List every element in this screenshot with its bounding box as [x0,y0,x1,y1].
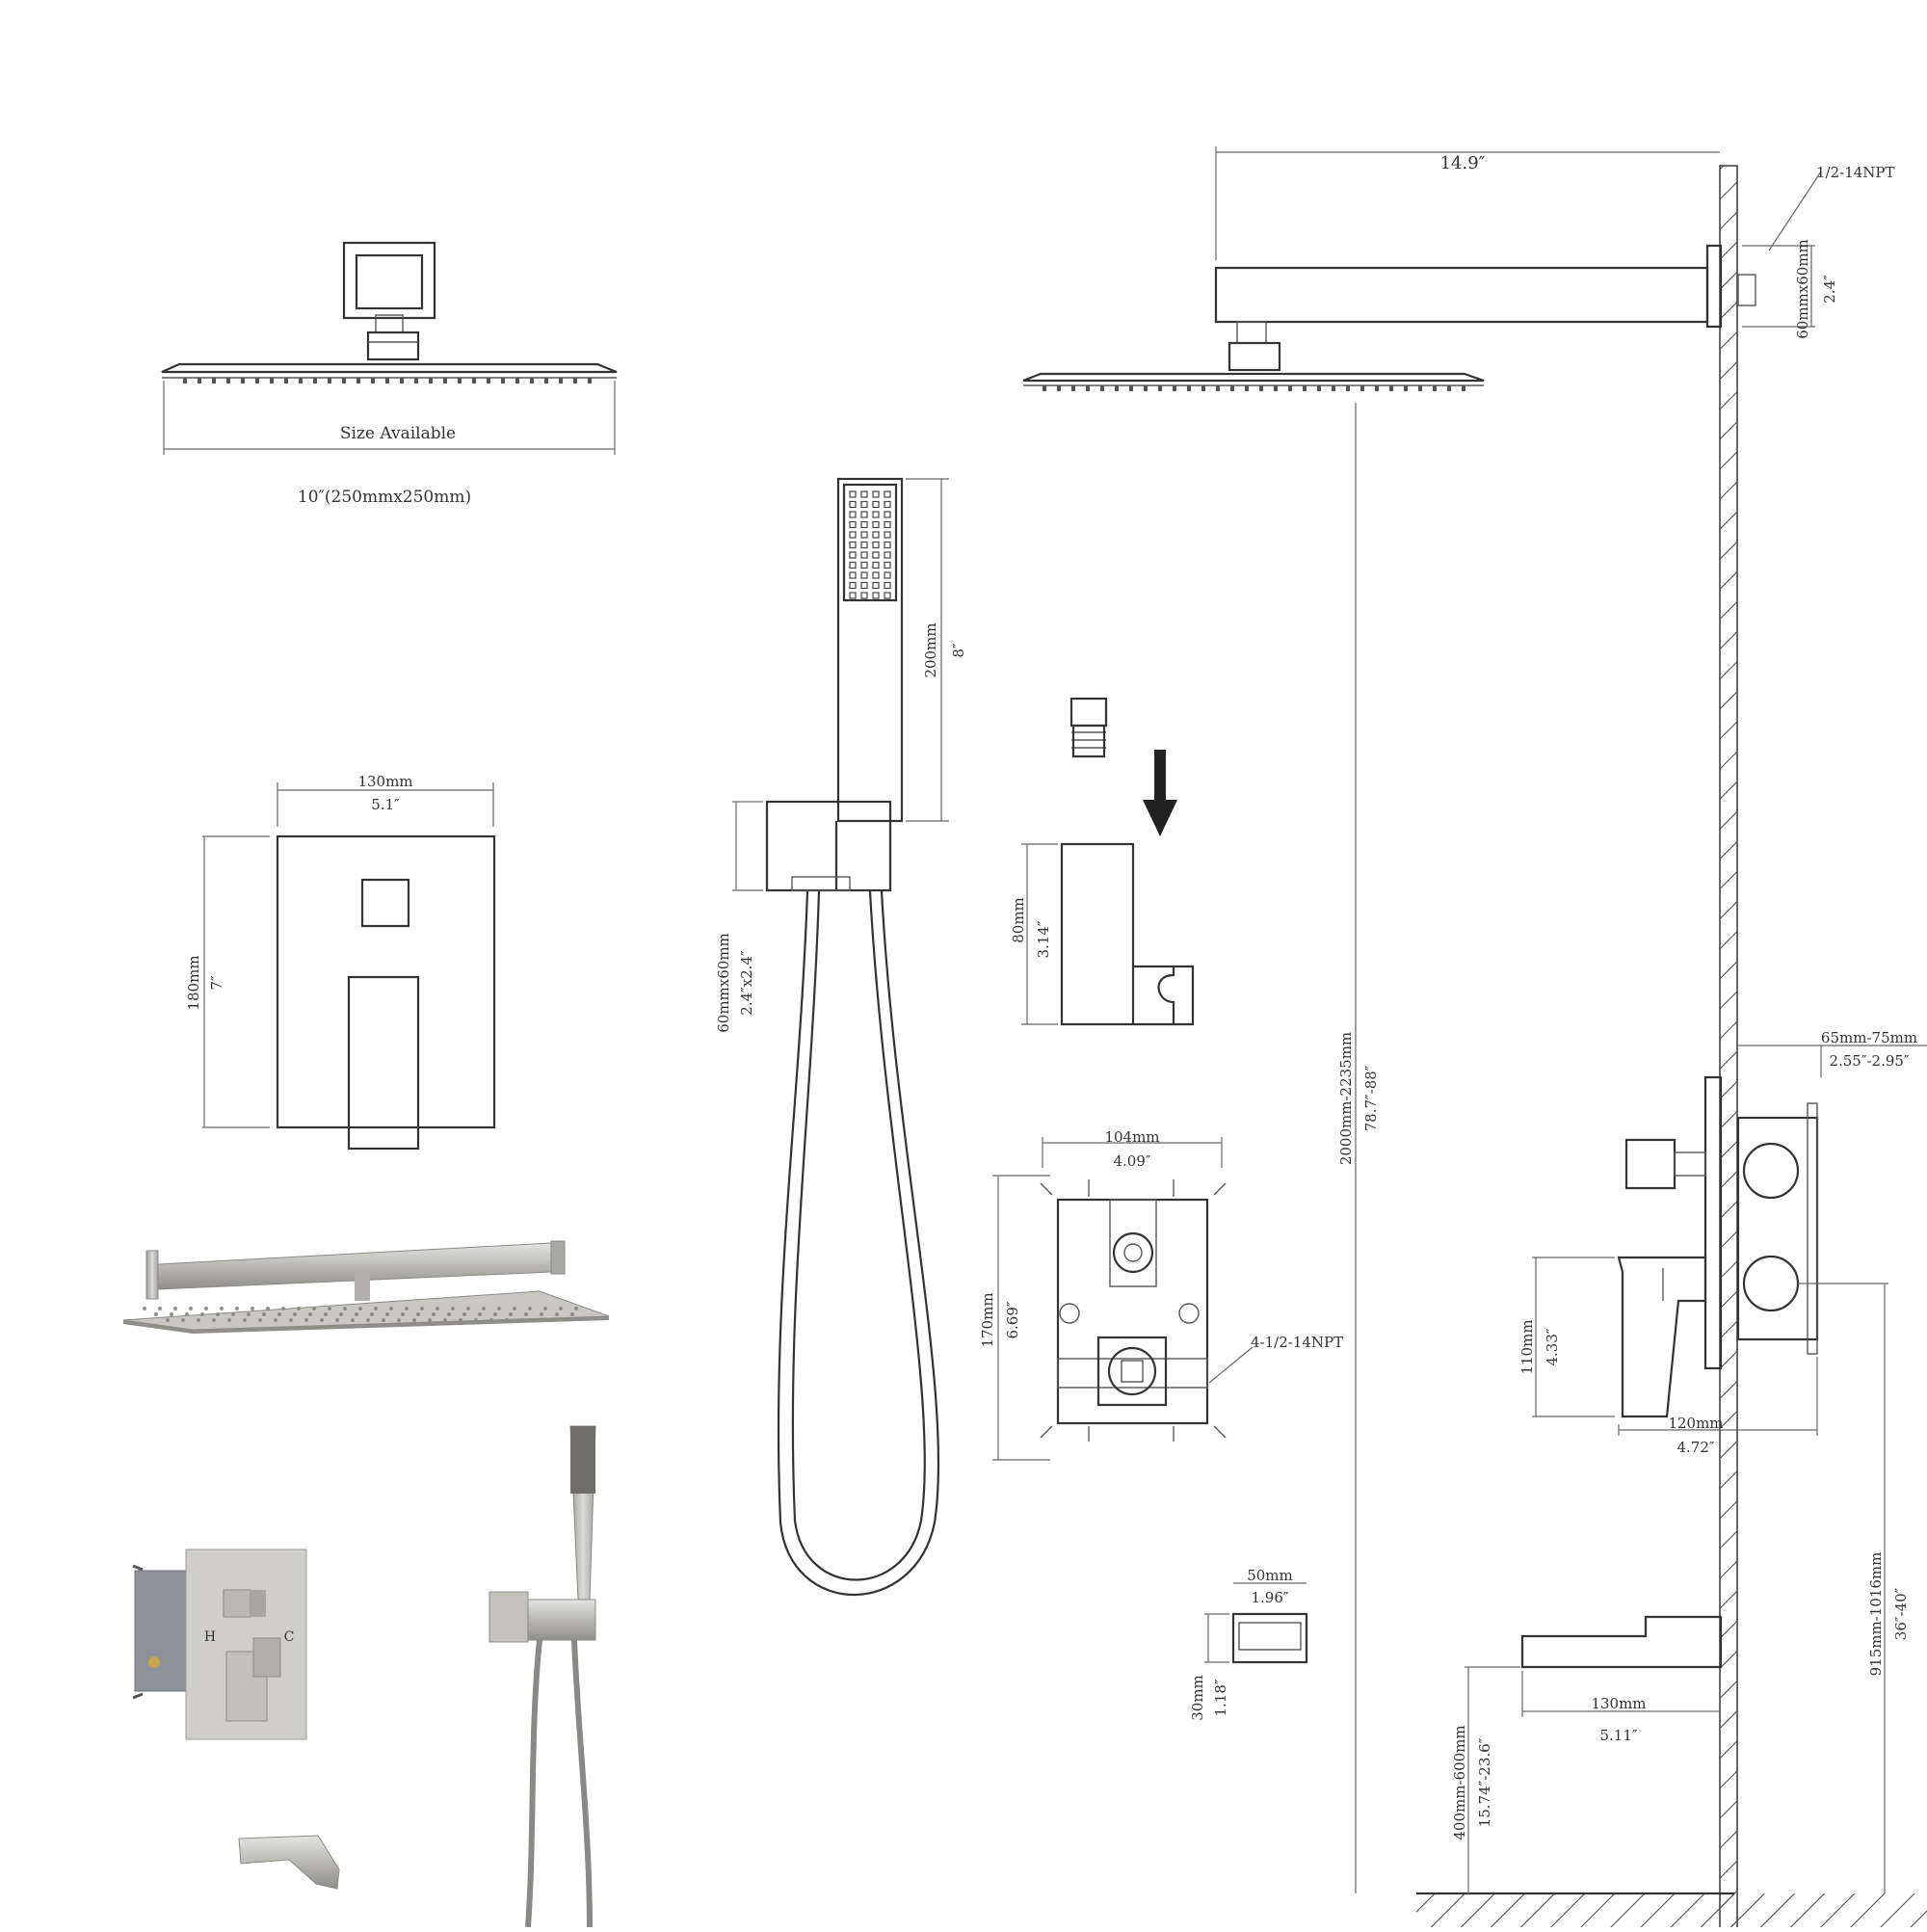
spout-height-range-in: 15.74″-23.6″ [1476,1737,1493,1827]
valve-depth-mm: 120mm [1668,1415,1723,1432]
small-spout-drawing: 50mm 1.96″ 30mm 1.18″ [1189,1567,1308,1721]
wall-depth-mm: 65mm-75mm [1821,1029,1917,1046]
valve-center-height-in: 36″-40″ [1892,1587,1910,1640]
wall-holder-height-mm: 80mm [1010,897,1027,943]
valve-plate-height-mm: 110mm [1518,1319,1536,1374]
head-height-in: 78.7″-88″ [1362,1065,1380,1131]
trim-width-in: 5.1″ [371,796,400,813]
rough-valve-drawing: 104mm 4.09″ 170mm 6.69″ 4-1/2-14NPT [979,1128,1343,1461]
handheld-spray-face [849,490,891,599]
spout-width-mm: 50mm [1247,1567,1293,1584]
hot-indicator: H [204,1629,216,1645]
arm-thread-label: 1/2-14NPT [1816,164,1895,181]
handheld-photo [488,1425,596,1928]
install-head-nozzle-row [1043,385,1465,391]
spout-height-mm: 30mm [1189,1675,1206,1721]
spout-length-mm: 130mm [1591,1695,1646,1712]
rain-head-size-value: 10″(250mmx250mm) [298,488,471,507]
rain-head-size-drawing: Size Available 10″(250mmx250mm) [161,241,618,507]
trim-width-mm: 130mm [357,773,412,790]
wall-depth-in: 2.55″-2.95″ [1829,1052,1909,1070]
handheld-shower-drawing: 200mm 8″ 60mmx60mm 2.4″x2.4″ [715,477,967,1596]
photo-nozzle-dots [143,1307,578,1322]
valve-height-in: 6.69″ [1004,1301,1021,1338]
spout-width-in: 1.96″ [1251,1589,1288,1606]
valve-width-mm: 104mm [1104,1128,1159,1146]
cold-indicator: C [284,1629,295,1645]
tub-spout-photo [238,1835,340,1890]
holder-size-mm: 60mmx60mm [715,933,732,1033]
spout-length-in: 5.11″ [1599,1727,1637,1744]
trim-height-in: 7″ [208,975,225,991]
arm-length-label: 14.9″ [1440,153,1486,173]
valve-trim-photo: H C [132,1548,307,1740]
flange-size-mm: 60mmx60mm [1794,239,1811,339]
head-height-mm: 2000mm-2235mm [1337,1032,1355,1165]
valve-thread-label: 4-1/2-14NPT [1251,1334,1343,1351]
wall-holder-drawing: 80mm 3.14″ [1010,697,1195,1026]
valve-depth-in: 4.72″ [1676,1439,1714,1456]
wall-holder-height-in: 3.14″ [1035,920,1052,958]
handheld-length-mm: 200mm [922,622,939,677]
trim-plate-drawing: 130mm 5.1″ 180mm 7″ [185,773,496,1151]
spout-height-in: 1.18″ [1212,1679,1229,1716]
rain-head-nozzle-row [183,378,592,384]
trim-height-mm: 180mm [185,955,202,1010]
holder-size-in: 2.4″x2.4″ [738,950,755,1016]
flange-size-in: 2.4″ [1821,275,1838,304]
valve-width-in: 4.09″ [1113,1152,1150,1170]
valve-plate-height-in: 4.33″ [1544,1328,1561,1365]
size-available-label: Size Available [340,424,456,443]
installation-elevation: 14.9″ 1/2-14NPT 60mmx60mm 2.4″ 2000mm-22… [1022,146,1927,1930]
valve-height-mm: 170mm [979,1292,996,1347]
valve-center-height-mm: 915mm-1016mm [1867,1552,1885,1677]
spout-height-range-mm: 400mm-600mm [1451,1725,1468,1839]
handheld-length-in: 8″ [950,643,967,658]
